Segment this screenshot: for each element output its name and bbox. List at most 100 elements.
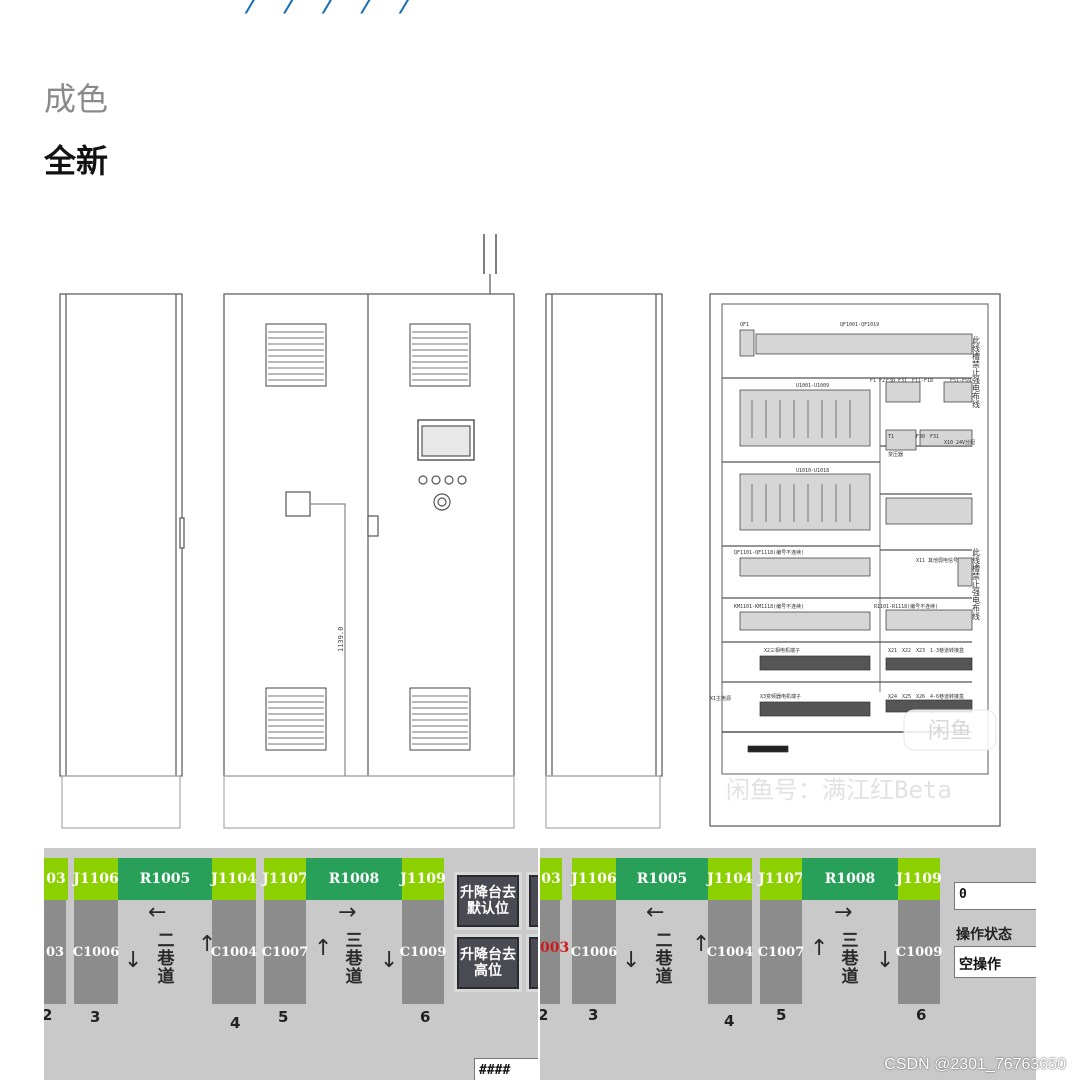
up-arrow-icon: ↑ [198,932,217,957]
km-label: KM1101-KM1118(编号不连续) [734,603,804,610]
station-number-3: 3 [588,1006,599,1024]
conveyor-c1006[interactable]: C1006 [571,900,617,1004]
sensor-j1104[interactable]: J1104 [211,858,257,900]
left-arrow-icon: ← [148,900,167,925]
station-number-5: 5 [278,1008,289,1026]
watermark-text: 闲鱼号：满江红Beta [726,776,952,804]
edge-gray-cell: 03 [44,900,66,1004]
x10-label: X10 24V分配 [944,439,975,446]
cabinet-drawing: QF1 QF1001-QF1019 U1001-U1009 U1010-U101… [40,232,1040,832]
fuse-label-3: F11-F18 [912,378,933,384]
robot-r1005[interactable]: R1005 [616,858,708,900]
sensor-j1106[interactable]: J1106 [571,858,617,900]
conveyor-c1007[interactable]: C1007 [262,900,308,1004]
station-number-2: 2 [540,1006,549,1024]
station-number-3: 3 [90,1008,101,1026]
sensor-j1107[interactable]: J1107 [758,858,804,900]
down-arrow-icon: ↓ [876,948,895,973]
fuse-label-1: F1 F2 [870,378,885,384]
x1-label: X1主电源 [710,695,731,702]
edge-top-cell: 03 [540,858,562,900]
robot-r1008[interactable]: R1008 [306,858,402,900]
fuse-label-2: F30 F31 [886,378,907,384]
r-label: R1101-R1118(编号不连续) [874,603,938,610]
f30-label: F30 [916,434,925,440]
station-number-4: 4 [724,1012,735,1030]
breaker-row-label: QF1001-QF1019 [840,322,879,328]
robot-r1008[interactable]: R1008 [802,858,898,900]
relay-mid-label: U1010-U1018 [796,468,829,474]
conveyor-c1004[interactable]: C1004 [707,900,753,1004]
numeric-value-field[interactable]: 0 [954,882,1036,910]
station-number-4: 4 [230,1014,241,1032]
watermark-badge-box [903,709,997,751]
operation-status-field[interactable]: 空操作 [954,946,1036,978]
sensor-j1109[interactable]: J1109 [400,858,446,900]
left-arrow-icon: ← [646,900,665,925]
operation-status-label: 操作状态 [956,927,1012,943]
edge-gray-cell [540,900,560,1004]
x23-note: 1-3巷道转接盒 [930,647,964,654]
x25-label: X25 [902,694,911,700]
x26-label: X26 [916,694,925,700]
down-arrow-icon: ↓ [380,948,399,973]
f31-label: F31 [930,434,939,440]
alarm-fragment: 003 [540,940,570,956]
station-number-6: 6 [420,1008,431,1026]
x26-note: 4-6巷道转接盒 [930,693,964,700]
sensor-j1104[interactable]: J1104 [707,858,753,900]
conveyor-c1004[interactable]: C1004 [211,900,257,1004]
t1-label: T1 [888,434,894,440]
dimension-label: 1139.0 [337,627,345,652]
conveyor-c1009[interactable]: C1009 [400,900,446,1004]
edge-top-cell: 03 [44,858,68,900]
conveyor-c1007[interactable]: C1007 [758,900,804,1004]
condition-label: 成色 [44,80,109,118]
x3-label: X3变频器电机端子 [760,693,801,700]
up-arrow-icon: ↑ [692,932,711,957]
x11-label: X11 其他弱电信号 [916,557,958,564]
lift-high-position-button[interactable]: 升降台去高位 [454,934,522,992]
lane-2-label: 二巷道 [655,931,673,987]
x22-label: X22 [902,648,911,654]
sensor-j1109[interactable]: J1109 [896,858,942,900]
station-number-2: 2 [44,1006,53,1024]
station-number-6: 6 [916,1006,927,1024]
value-field[interactable]: #### [474,1058,538,1080]
qf-small-label: QF1101-QF1118(编号不连续) [734,549,804,556]
hmi-panel-left: 03 03 2 J1106 R1005 J1104 C1006 C1004 ← … [44,848,538,1080]
watermark-badge: 闲鱼 [928,719,972,744]
hmi-panel-right: 03 003 2 J1106 R1005 J1104 C1006 C1004 ←… [540,848,1036,1080]
up-arrow-icon: ↑ [314,936,333,961]
cropped-button-2[interactable] [526,934,538,992]
x23-label: X23 [916,648,925,654]
right-arrow-icon: → [834,900,853,925]
conveyor-c1009[interactable]: C1009 [896,900,942,1004]
side-note-bottom: 此线槽禁止强电布线 [972,547,981,620]
up-arrow-icon: ↑ [810,936,829,961]
x21-label: X21 [888,648,897,654]
cropped-button-1[interactable] [526,872,538,930]
qf1-label: QF1 [740,322,749,328]
down-arrow-icon: ↓ [622,948,641,973]
conveyor-c1006[interactable]: C1006 [73,900,119,1004]
relay-top-label: U1001-U1009 [796,383,829,389]
robot-r1005[interactable]: R1005 [118,858,212,900]
right-arrow-icon: → [338,900,357,925]
fuse-label-4: F51-F59 [950,378,971,384]
condition-value: 全新 [44,142,109,180]
side-note-top: 此线槽禁止强电布线 [972,335,981,408]
sensor-j1106[interactable]: J1106 [73,858,119,900]
top-cut-text: ⁄ ⁄ ⁄ ⁄ ⁄ [250,0,422,21]
transformer-label: 变压器 [888,451,903,458]
x24-label: X24 [888,694,897,700]
lane-2-label: 二巷道 [157,931,175,987]
lane-3-label: 三巷道 [841,931,859,987]
csdn-watermark: CSDN @2301_76763650 [884,1056,1066,1073]
sensor-j1107[interactable]: J1107 [262,858,308,900]
station-number-5: 5 [776,1006,787,1024]
down-arrow-icon: ↓ [124,948,143,973]
x2-label: X2三相电机端子 [764,647,800,654]
lift-default-position-button[interactable]: 升降台去默认位 [454,872,522,930]
lane-3-label: 三巷道 [345,931,363,987]
